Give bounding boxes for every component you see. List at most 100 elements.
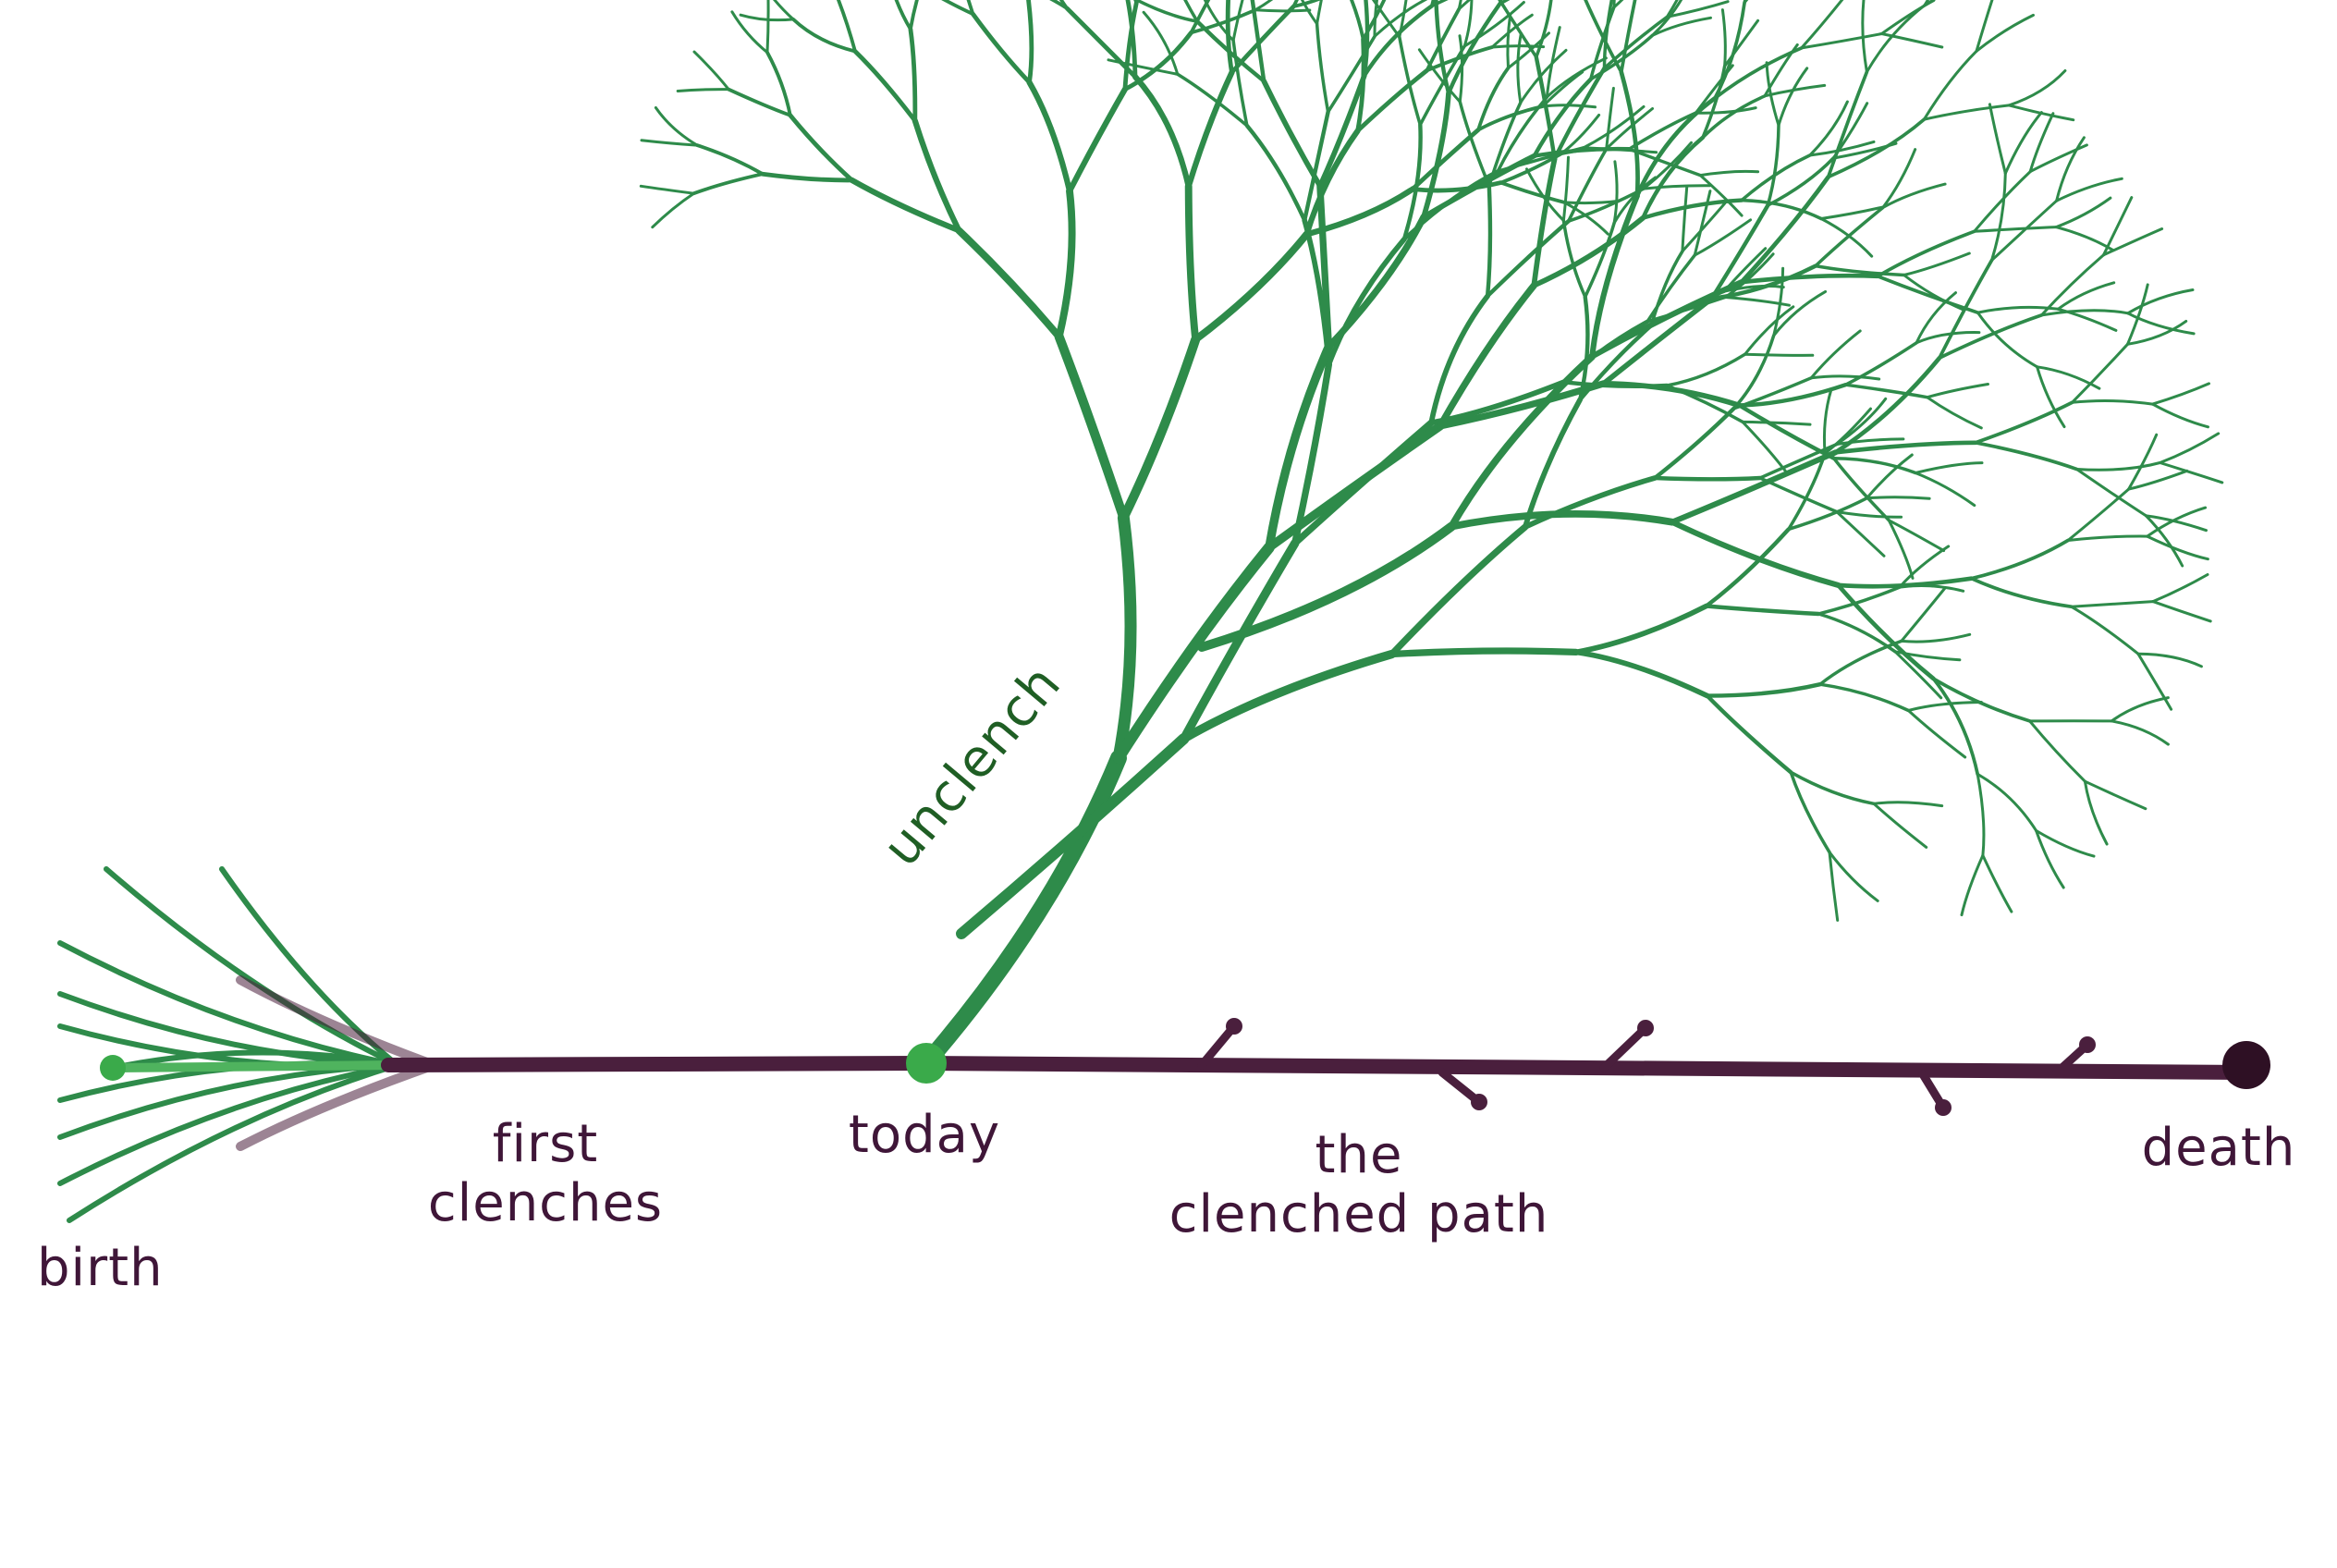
tree-branch xyxy=(1763,43,1799,98)
tree-branch xyxy=(1650,0,1683,37)
tree-branch xyxy=(1772,266,1785,337)
tree-branch xyxy=(1739,175,1831,285)
tree-branch xyxy=(1132,73,1192,190)
tree-branch xyxy=(1534,55,1557,161)
tree-branch xyxy=(1179,649,1397,743)
tree-branch xyxy=(1828,851,1840,922)
tree-branch xyxy=(2028,112,2055,174)
tree-branch xyxy=(1974,440,2079,472)
tree-branch xyxy=(1192,230,1311,344)
birth-fan-shadow xyxy=(236,975,439,1070)
tree-branch xyxy=(1326,236,1407,368)
tree-branch xyxy=(849,177,962,234)
tree-branch xyxy=(1315,21,1330,114)
tree-branch xyxy=(1831,456,1917,475)
tree-branch xyxy=(1646,253,1696,324)
tree-branch xyxy=(1506,13,1512,69)
thorn-tip xyxy=(1471,1094,1487,1110)
tree-branch xyxy=(1765,61,1780,128)
tree-branch xyxy=(1552,66,1607,161)
tree-branch xyxy=(1990,172,2007,263)
tree-branch xyxy=(1876,229,1976,278)
tree-branch xyxy=(1107,58,1180,76)
tree-branch xyxy=(1389,523,1529,658)
tree-branch xyxy=(1600,381,1743,409)
tree-branch xyxy=(1828,851,1879,902)
tree-branch xyxy=(654,106,699,147)
tree-branch xyxy=(1185,69,1235,190)
tree-branch xyxy=(1669,449,1839,525)
tree-branch xyxy=(1817,585,1902,616)
tree-branch xyxy=(1872,801,1944,808)
tree-branch xyxy=(1532,146,1632,158)
clenched-path-label: the clenched path xyxy=(1168,1125,1549,1244)
tree-branch xyxy=(1582,104,1646,150)
tree-branch xyxy=(1981,853,2013,913)
tree-branch xyxy=(1485,183,1493,299)
tree-branch xyxy=(2151,402,2209,429)
tree-branch xyxy=(2007,69,2067,107)
tree-branch xyxy=(1681,186,1689,253)
tree-branch xyxy=(1421,90,1451,220)
tree-branch xyxy=(966,0,975,16)
tree-branch xyxy=(1183,0,1199,23)
tree-branch xyxy=(956,733,1190,939)
today-label: today xyxy=(848,1105,1001,1165)
thorn-tip xyxy=(1637,1020,1654,1036)
tree-branch xyxy=(1499,180,1567,204)
tree-branch xyxy=(1641,198,1744,220)
tree-branch xyxy=(1766,156,1835,207)
tree-branch xyxy=(1823,407,1872,455)
tree-branch xyxy=(1326,34,1377,114)
tree-branch xyxy=(1649,250,1684,327)
tree-branch xyxy=(1244,123,1307,223)
tree-branch xyxy=(1665,0,1679,18)
tree-branch xyxy=(1808,100,1849,157)
tree-branch xyxy=(1665,0,1730,18)
tree-branch xyxy=(760,171,854,183)
tree-branch xyxy=(2056,307,2118,332)
tree-branch xyxy=(1975,13,2035,53)
tree-branch xyxy=(1694,106,1757,115)
tree-branch xyxy=(1988,103,2007,175)
path-nodes xyxy=(100,1041,2270,1089)
tree-branch xyxy=(1681,202,1727,253)
tree-branch xyxy=(1835,510,1886,557)
tree-branch xyxy=(2028,143,2088,174)
tree-branch xyxy=(1113,542,1275,764)
tree-branch xyxy=(1619,69,1640,199)
tree-branch xyxy=(1189,0,1211,35)
tree-branch xyxy=(1371,0,1401,39)
tree-branch xyxy=(1705,682,1822,698)
tree-branch xyxy=(1462,1,1525,48)
tree-branch xyxy=(1325,213,1427,350)
tree-branch xyxy=(639,184,695,195)
tree-branch xyxy=(1642,141,1693,190)
tree-branch xyxy=(1261,78,1323,190)
tree-branch xyxy=(1231,38,1249,128)
tree-branch xyxy=(2126,319,2188,346)
tree-branch xyxy=(2083,779,2147,811)
tree-branch xyxy=(2036,365,2066,429)
tree-branch xyxy=(1531,155,1558,288)
tree-branch xyxy=(2055,177,2123,202)
tree-branch xyxy=(1701,94,1767,140)
tree-branch xyxy=(1230,4,1296,75)
tree-branch xyxy=(1931,677,2032,723)
tree-branch xyxy=(2036,365,2101,390)
tree-branch xyxy=(1833,355,1942,455)
tree-branch xyxy=(1410,180,1503,193)
tree-branch xyxy=(1800,0,1844,50)
tree-branch xyxy=(2054,196,2112,229)
tree-branch xyxy=(1720,8,1727,68)
tree-branch xyxy=(1125,0,1138,80)
tree-branch xyxy=(1562,201,1609,236)
tree-branch xyxy=(1698,174,1744,217)
tree-branch xyxy=(1498,0,1511,6)
tree-branch xyxy=(2075,468,2147,518)
tree-branch xyxy=(2066,487,2131,542)
tree-branch xyxy=(1887,519,1915,580)
tree-branch xyxy=(2083,779,2109,846)
tree-branch xyxy=(1535,0,1553,59)
